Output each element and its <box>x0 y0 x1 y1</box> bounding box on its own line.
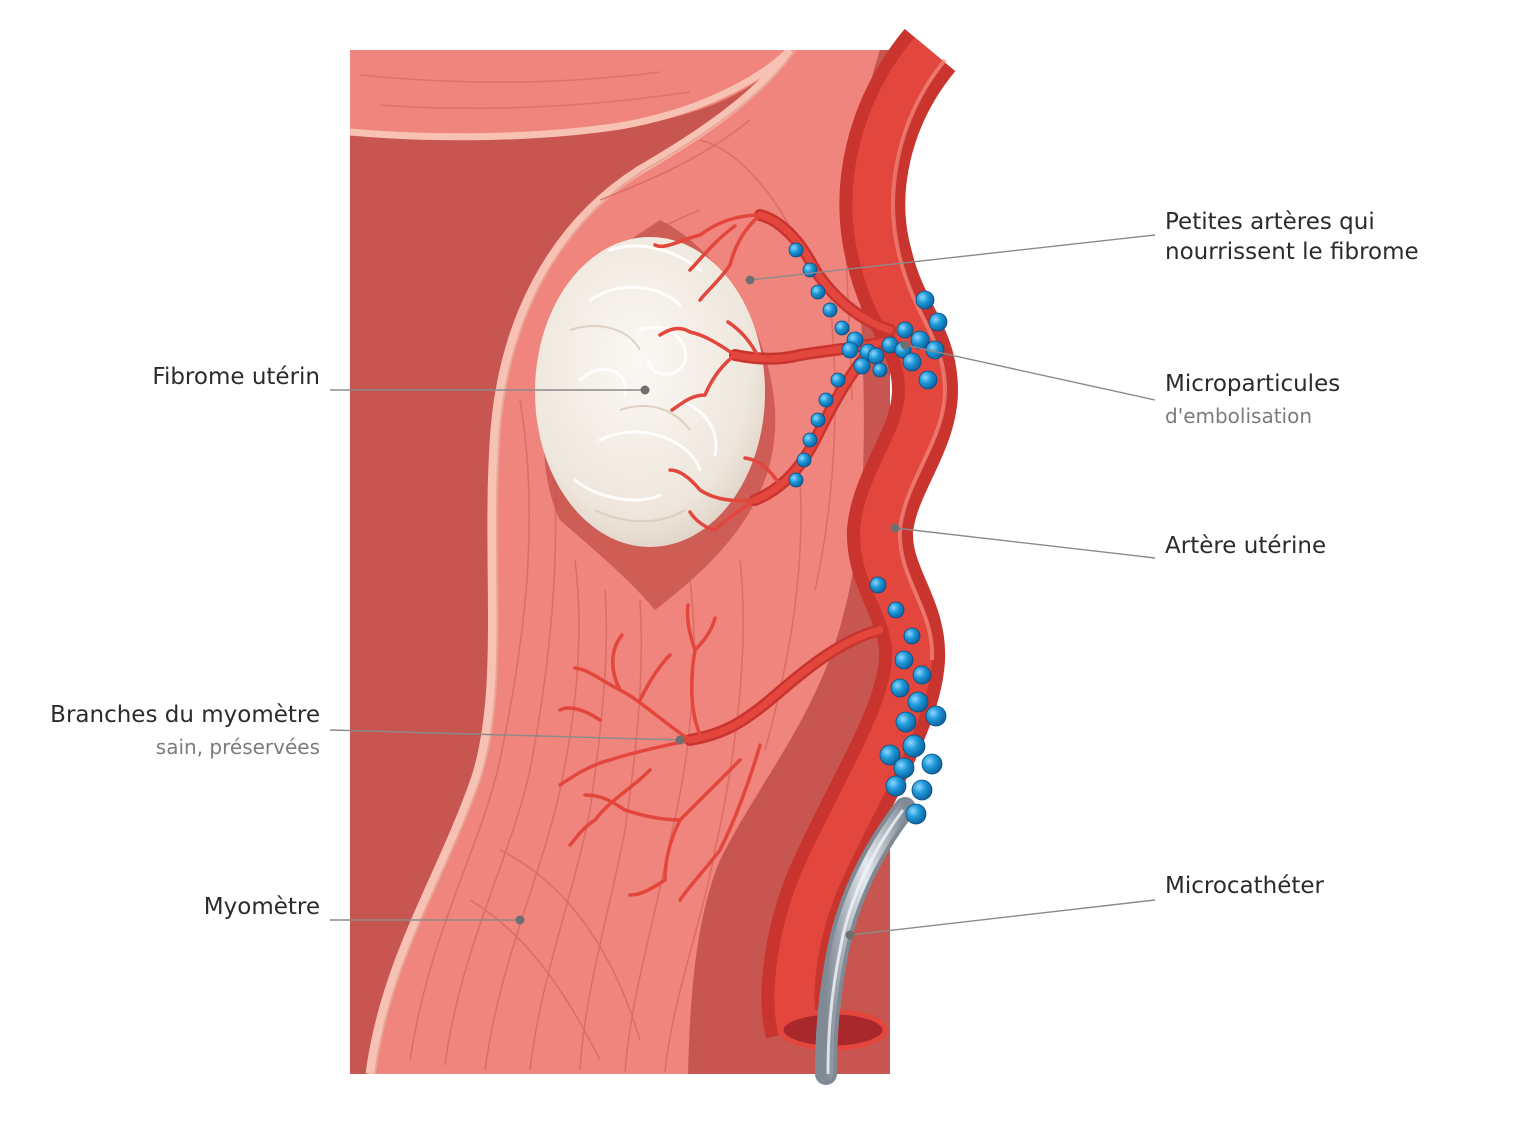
embolization-microparticles <box>788 242 948 825</box>
leader-branches <box>329 729 681 741</box>
leader-petites <box>749 234 1156 281</box>
particle-sphere-icon <box>802 432 818 448</box>
leader-dot-icon <box>845 930 855 940</box>
leader-dots <box>515 275 910 940</box>
particle-sphere-icon <box>902 734 926 758</box>
particle-sphere-icon <box>918 370 938 390</box>
particle-sphere-icon <box>830 372 846 388</box>
muscle-fibers <box>409 119 853 1073</box>
particle-sphere-icon <box>802 262 818 278</box>
particle-sphere-icon <box>894 650 914 670</box>
particle-sphere-icon <box>893 757 915 779</box>
particle-sphere-icon <box>818 392 834 408</box>
label-branches-sub: sain, préservées <box>155 735 320 759</box>
particle-sphere-icon <box>896 321 914 339</box>
particle-sphere-icon <box>902 352 922 372</box>
particle-sphere-icon <box>921 753 943 775</box>
label-microparticules-sub: d'embolisation <box>1165 404 1313 428</box>
label-microparticules: Microparticules <box>1165 371 1341 397</box>
leader-lines <box>329 234 1156 936</box>
particle-sphere-icon <box>872 362 888 378</box>
leader-dot-icon <box>890 523 900 533</box>
particle-sphere-icon <box>879 744 901 766</box>
particle-sphere-icon <box>869 576 887 594</box>
endometrial-lining <box>365 50 794 1074</box>
label-fibrome-uterin: Fibrome utérin <box>152 364 320 390</box>
particle-sphere-icon <box>810 412 826 428</box>
particle-sphere-icon <box>907 691 929 713</box>
particle-sphere-icon <box>912 665 932 685</box>
particle-sphere-icon <box>885 775 907 797</box>
particle-sphere-icon <box>915 290 935 310</box>
particle-sphere-icon <box>788 242 804 258</box>
particle-sphere-icon <box>903 627 921 645</box>
label-myometre: Myomètre <box>203 894 320 920</box>
leader-dot-icon <box>745 275 755 285</box>
particle-sphere-icon <box>905 803 927 825</box>
particle-sphere-icon <box>887 601 905 619</box>
particle-sphere-icon <box>867 347 885 365</box>
particle-sphere-icon <box>928 312 948 332</box>
leader-dot-icon <box>515 915 525 925</box>
uterine-fibroid <box>535 237 765 547</box>
particle-sphere-icon <box>841 341 859 359</box>
label-microcatheter: Microcathéter <box>1165 873 1325 899</box>
particle-sphere-icon <box>890 678 910 698</box>
particle-sphere-icon <box>925 705 947 727</box>
label-petites-arteres-line2: nourrissent le fibrome <box>1165 239 1419 265</box>
healthy-myometrial-branches <box>558 603 886 902</box>
leader-dot-icon <box>640 385 650 395</box>
uterine-artery-lumen <box>774 37 946 1036</box>
leader-micro <box>904 344 1156 401</box>
leader-artere <box>894 527 1156 559</box>
particle-sphere-icon <box>810 284 826 300</box>
particle-sphere-icon <box>911 779 933 801</box>
label-artere-uterine: Artère utérine <box>1165 533 1327 559</box>
particle-sphere-icon <box>853 357 871 375</box>
particle-sphere-icon <box>796 452 812 468</box>
particle-sphere-icon <box>788 472 804 488</box>
particle-sphere-icon <box>834 320 850 336</box>
leader-dot-icon <box>900 340 910 350</box>
leader-dot-icon <box>675 735 685 745</box>
fibroid-texture <box>573 244 718 502</box>
label-branches-myometre: Branches du myomètre <box>50 702 320 728</box>
label-petites-arteres-line1: Petites artères qui <box>1165 209 1375 235</box>
leader-catheter <box>849 899 1156 936</box>
particle-sphere-icon <box>895 711 917 733</box>
particle-sphere-icon <box>822 302 838 318</box>
